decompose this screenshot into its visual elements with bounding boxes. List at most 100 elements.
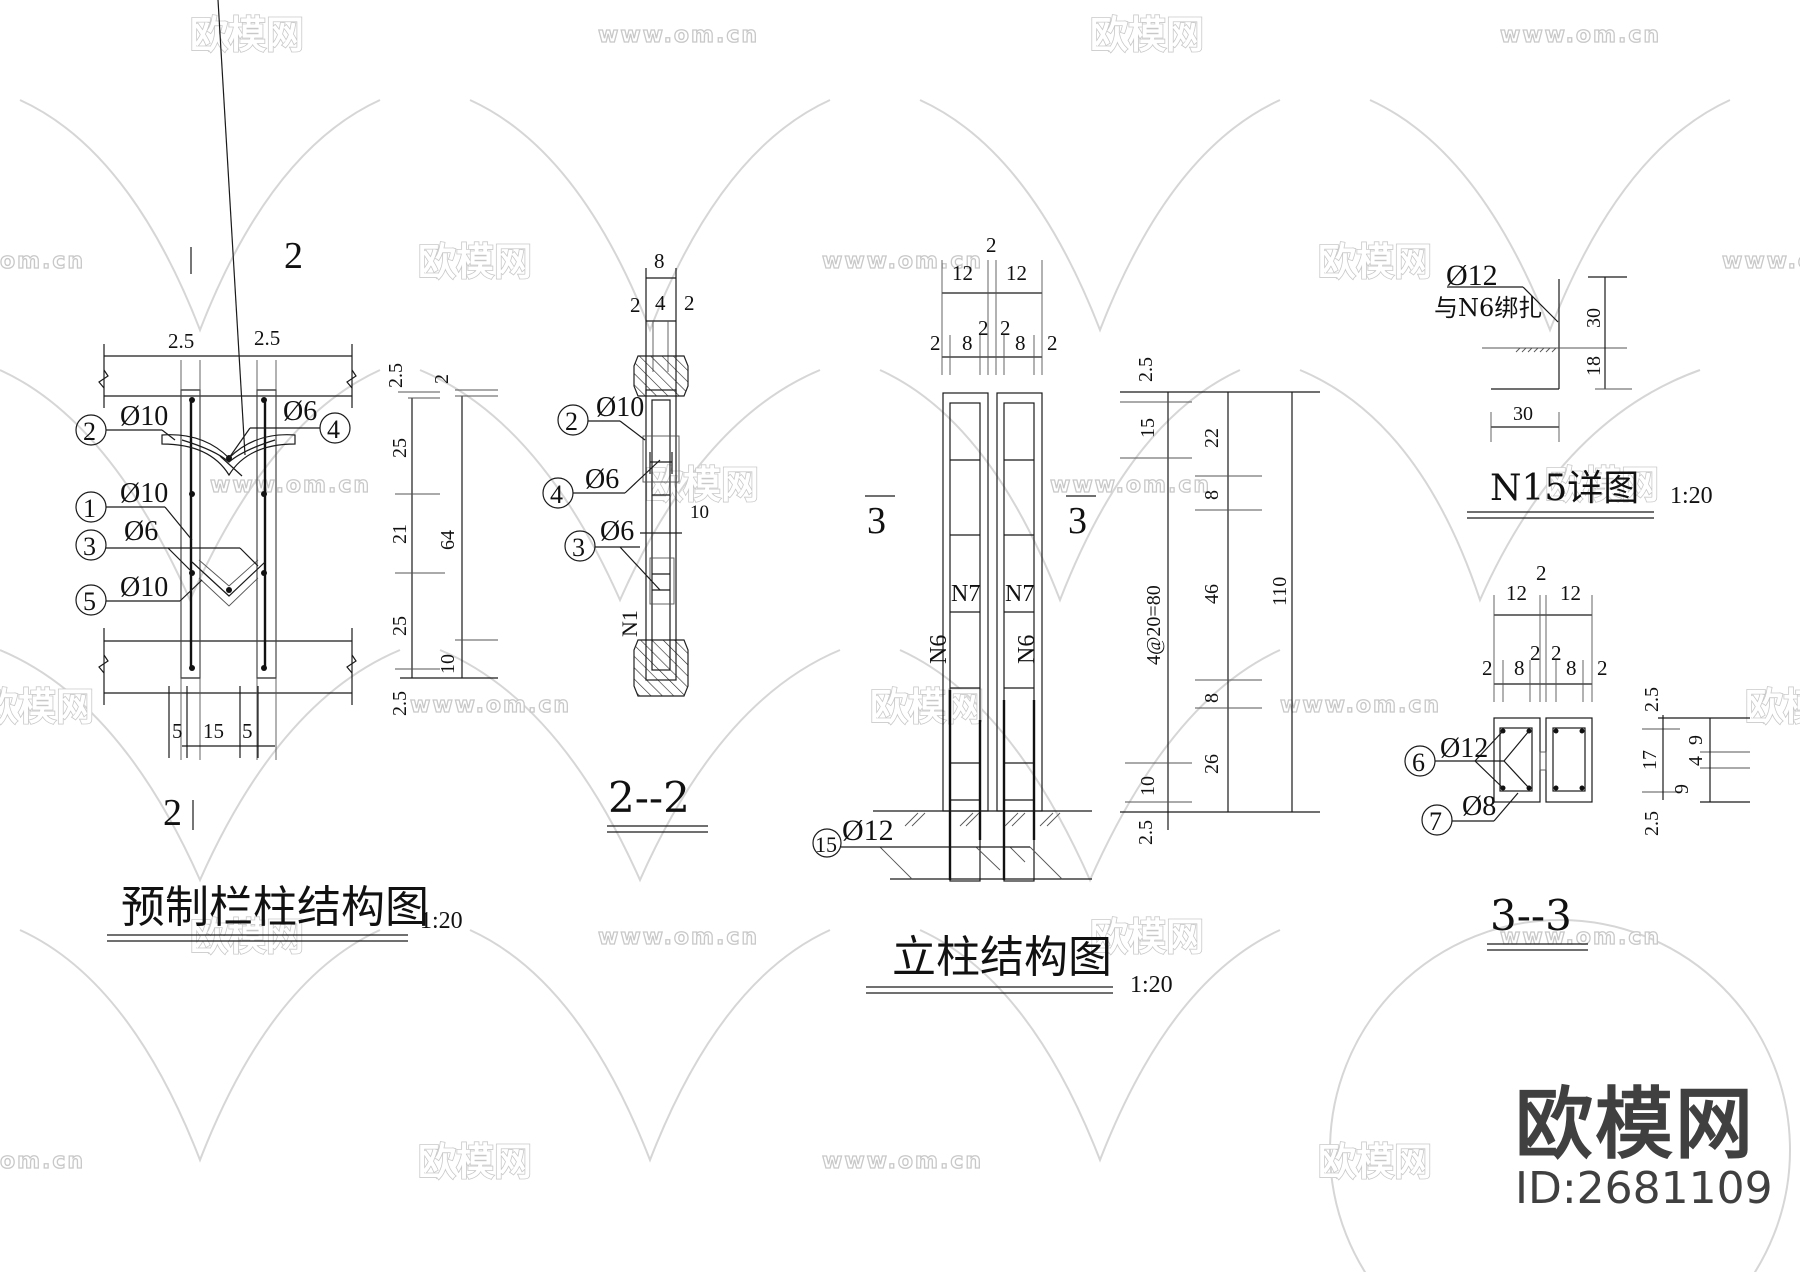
svg-text:2: 2 xyxy=(1597,656,1608,680)
svg-text:3: 3 xyxy=(572,533,585,562)
section-mark-top: 2 xyxy=(284,235,303,277)
svg-text:1: 1 xyxy=(83,494,96,523)
watermark-brand: 欧模网 xyxy=(418,240,532,284)
svg-text:N7: N7 xyxy=(951,581,980,607)
watermark-url: www.om.cn xyxy=(410,693,571,718)
svg-text:9: 9 xyxy=(1671,784,1693,794)
watermark-url: www.om.cn xyxy=(1722,249,1800,274)
watermark-url: www.om.cn xyxy=(1500,23,1661,48)
svg-text:与N6绑扎: 与N6绑扎 xyxy=(1434,294,1542,322)
callout-2: 2 Ø10 xyxy=(557,392,646,441)
svg-text:17: 17 xyxy=(1639,750,1661,770)
svg-text:Ø6: Ø6 xyxy=(124,516,158,547)
svg-text:Ø10: Ø10 xyxy=(120,572,168,603)
svg-text:110: 110 xyxy=(1269,577,1291,606)
scale-column: 1:20 xyxy=(1130,972,1173,998)
svg-text:4: 4 xyxy=(655,291,666,315)
watermark-brand: 欧模网 xyxy=(1545,463,1659,507)
svg-text:5: 5 xyxy=(172,719,183,743)
title-n15-detail: N15详图 xyxy=(1490,468,1639,509)
callout-6: 6 Ø12 xyxy=(1404,730,1530,789)
svg-text:2: 2 xyxy=(1530,641,1541,665)
svg-text:Ø6: Ø6 xyxy=(585,464,619,495)
callout-5: 5 Ø10 xyxy=(75,572,203,616)
svg-text:2: 2 xyxy=(1536,561,1547,585)
watermark-brand: 欧模网 xyxy=(418,1140,532,1184)
svg-text:25: 25 xyxy=(389,616,411,636)
scale-precast-post: 1:20 xyxy=(420,908,463,934)
watermark-url: www.om.cn xyxy=(1050,473,1211,498)
brand-stamp-id: ID:2681109 xyxy=(1515,1163,1773,1214)
drawing-section-2-2: 8 2 4 2 10 N1 2 Ø10 xyxy=(542,249,709,833)
svg-text:2.5: 2.5 xyxy=(385,363,407,388)
svg-text:2: 2 xyxy=(986,233,997,257)
callout-3: 3 Ø6 xyxy=(75,516,259,571)
svg-text:8: 8 xyxy=(962,331,973,355)
svg-text:8: 8 xyxy=(1201,693,1223,703)
watermark-brand: 欧模网 xyxy=(1318,1140,1432,1184)
svg-text:15: 15 xyxy=(203,719,224,743)
drawing-section-3-3: 2 12 12 2 8 2 2 8 2 xyxy=(1404,561,1750,951)
svg-text:Ø6: Ø6 xyxy=(600,516,634,547)
svg-text:4@20=80: 4@20=80 xyxy=(1143,585,1165,665)
svg-text:26: 26 xyxy=(1201,754,1223,774)
svg-text:5: 5 xyxy=(83,587,96,616)
svg-text:Ø10: Ø10 xyxy=(596,392,644,423)
brand-stamp-name: 欧模网 xyxy=(1515,1080,1756,1170)
svg-text:2.5: 2.5 xyxy=(389,691,411,716)
svg-text:7: 7 xyxy=(1429,807,1442,836)
watermark-brands: 欧模网 www.om.cn 欧模网 www.om.cn om.cn 欧模网 ww… xyxy=(0,12,1800,1185)
watermark-url: om.cn xyxy=(0,249,85,274)
svg-text:2: 2 xyxy=(684,291,695,315)
drawing-precast-post: 2 2.5 2.5 xyxy=(75,0,498,942)
svg-text:2: 2 xyxy=(630,293,641,317)
watermark-url: www.om.cn xyxy=(210,473,371,498)
watermark-url: www.om.cn xyxy=(598,23,759,48)
watermark-brand: 欧模网 xyxy=(645,463,759,507)
svg-text:8: 8 xyxy=(1015,331,1026,355)
watermark-url: om.cn xyxy=(0,1149,85,1174)
watermark-url: www.om.cn xyxy=(1280,693,1441,718)
svg-text:2: 2 xyxy=(1047,331,1058,355)
watermark-brand: 欧模网 xyxy=(1745,685,1800,729)
svg-text:N6: N6 xyxy=(1014,635,1040,664)
svg-text:12: 12 xyxy=(1506,581,1527,605)
callout-4: 4 Ø6 xyxy=(228,396,351,459)
title-section-2-2: 2--2 xyxy=(608,773,690,822)
svg-text:9: 9 xyxy=(1685,735,1707,745)
svg-text:2.5: 2.5 xyxy=(1641,811,1663,836)
svg-text:N6: N6 xyxy=(926,635,952,664)
svg-text:Ø6: Ø6 xyxy=(283,396,317,427)
svg-text:10: 10 xyxy=(690,502,709,523)
svg-text:8: 8 xyxy=(1566,656,1577,680)
svg-text:Ø8: Ø8 xyxy=(1462,791,1496,822)
svg-text:12: 12 xyxy=(952,261,973,285)
callout-1: 1 Ø10 xyxy=(75,478,193,541)
svg-text:5: 5 xyxy=(242,719,253,743)
svg-text:3: 3 xyxy=(867,500,886,542)
watermark-url: www.om.cn xyxy=(822,249,983,274)
svg-text:4: 4 xyxy=(327,415,340,444)
brand-stamp: 欧模网 ID:2681109 xyxy=(1515,1080,1773,1214)
watermark-brand: 欧模网 xyxy=(190,13,304,57)
callout-4: 4 Ø6 xyxy=(542,459,661,509)
svg-text:10: 10 xyxy=(1137,776,1159,796)
callout-3: 3 Ø6 xyxy=(564,516,661,591)
callout-15: 15 Ø12 xyxy=(812,814,1030,858)
svg-text:3: 3 xyxy=(1068,500,1087,542)
watermark-brand: 欧模网 xyxy=(190,915,304,959)
svg-text:2: 2 xyxy=(431,374,453,384)
svg-text:21: 21 xyxy=(389,524,411,544)
watermark-brand: 欧模网 xyxy=(1318,240,1432,284)
svg-text:30: 30 xyxy=(1583,308,1605,328)
svg-text:2: 2 xyxy=(1482,656,1493,680)
svg-text:2: 2 xyxy=(978,316,989,340)
svg-text:Ø12: Ø12 xyxy=(842,814,894,847)
svg-text:2.5: 2.5 xyxy=(1135,820,1157,845)
svg-text:2.5: 2.5 xyxy=(1641,687,1663,712)
svg-text:4: 4 xyxy=(550,480,563,509)
title-section-3-3: 3--3 xyxy=(1490,891,1572,940)
svg-text:N1: N1 xyxy=(617,610,642,637)
svg-text:8: 8 xyxy=(1201,490,1223,500)
